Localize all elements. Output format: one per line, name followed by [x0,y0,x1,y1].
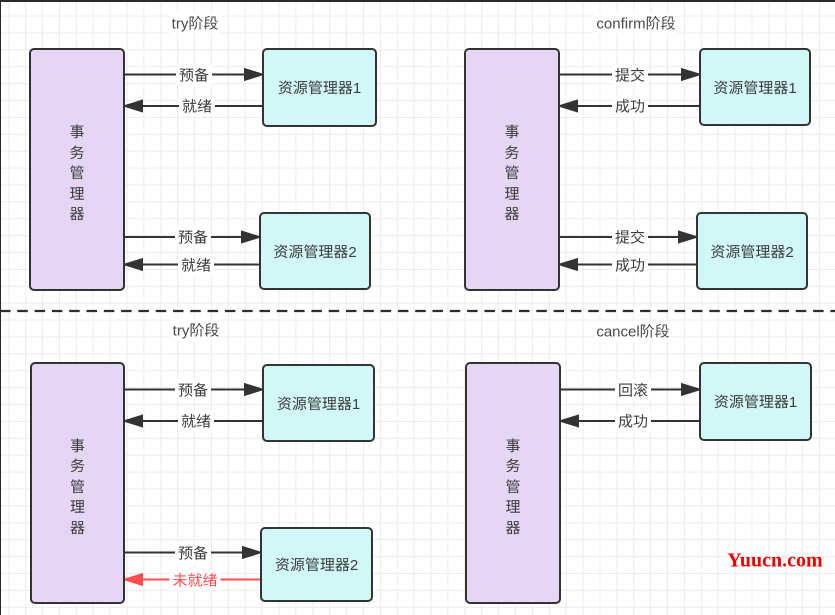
arrow-label-prepare-1: 预备 [175,64,213,85]
arrow-label-ready-1: 就绪 [178,95,216,117]
arrowhead-right-icon [244,67,266,82]
arrow-label-commit-1: 提交 [611,64,649,85]
arrow-label-ready-1: 就绪 [177,410,215,432]
quadrant-title-try-top: try阶段 [169,12,221,34]
resource-manager-1-label: 资源管理器1 [276,392,361,414]
arrow-group-dark [121,67,703,560]
arrowhead-left-icon [557,414,579,428]
transaction-manager-label: 事务管理器 [69,121,85,225]
arrowhead-right-icon [678,230,700,244]
arrowhead-left-icon [556,257,578,272]
transaction-manager-label: 事务管理器 [69,434,85,538]
resource-manager-1-label: 资源管理器1 [713,391,798,412]
resource-manager-2-box: 资源管理器2 [696,212,808,290]
arrow-label-ready-2: 就绪 [177,254,215,275]
arrowhead-right-icon [681,382,703,397]
resource-manager-2-label: 资源管理器2 [274,554,359,575]
resource-manager-2-box: 资源管理器2 [260,527,373,602]
arrowhead-left-red-icon [121,572,143,587]
arrow-label-commit-2: 提交 [611,226,649,248]
resource-manager-2-label: 资源管理器2 [273,240,357,262]
arrow-label-success-1: 成功 [611,95,649,117]
transaction-manager-label: 事务管理器 [504,121,520,225]
arrowhead-right-icon [241,230,263,244]
arrowhead-right-icon [681,67,703,82]
arrowhead-left-icon [121,257,143,272]
resource-manager-2-label: 资源管理器2 [710,240,794,262]
transaction-manager-box: 事务管理器 [30,362,125,604]
resource-manager-2-box: 资源管理器2 [259,212,371,290]
transaction-manager-label: 事务管理器 [505,434,521,538]
canvas-top-border [0,0,835,2]
transaction-manager-box: 事务管理器 [465,362,561,604]
arrowhead-right-icon [244,382,266,397]
resource-manager-1-box: 资源管理器1 [699,362,812,441]
arrow-label-prepare-1: 预备 [174,379,212,400]
arrowhead-left-icon [121,414,143,428]
arrow-label-prepare-2: 预备 [174,226,212,248]
arrowhead-right-icon [242,545,264,560]
arrow-label-not-ready: 未就绪 [169,569,221,590]
quadrant-title-cancel: cancel阶段 [594,320,672,342]
arrowhead-left-icon [556,99,578,113]
arrow-label-rollback: 回滚 [614,379,652,400]
quadrant-title-try-bottom: try阶段 [170,319,222,341]
resource-manager-1-label: 资源管理器1 [713,76,797,98]
quadrant-title-confirm: confirm阶段 [594,12,678,34]
canvas-left-border [0,0,1,615]
site-watermark: Yuucn.com [727,549,823,571]
resource-manager-1-box: 资源管理器1 [262,48,377,127]
arrow-label-success-2: 成功 [611,254,649,275]
arrowhead-left-icon [121,99,143,113]
transaction-manager-box: 事务管理器 [464,48,560,291]
resource-manager-1-box: 资源管理器1 [699,48,811,126]
arrow-label-prepare-2: 预备 [174,542,212,563]
transaction-manager-box: 事务管理器 [29,48,125,291]
arrow-label-success: 成功 [614,410,652,432]
resource-manager-1-box: 资源管理器1 [262,364,375,442]
resource-manager-1-label: 资源管理器1 [277,77,362,98]
